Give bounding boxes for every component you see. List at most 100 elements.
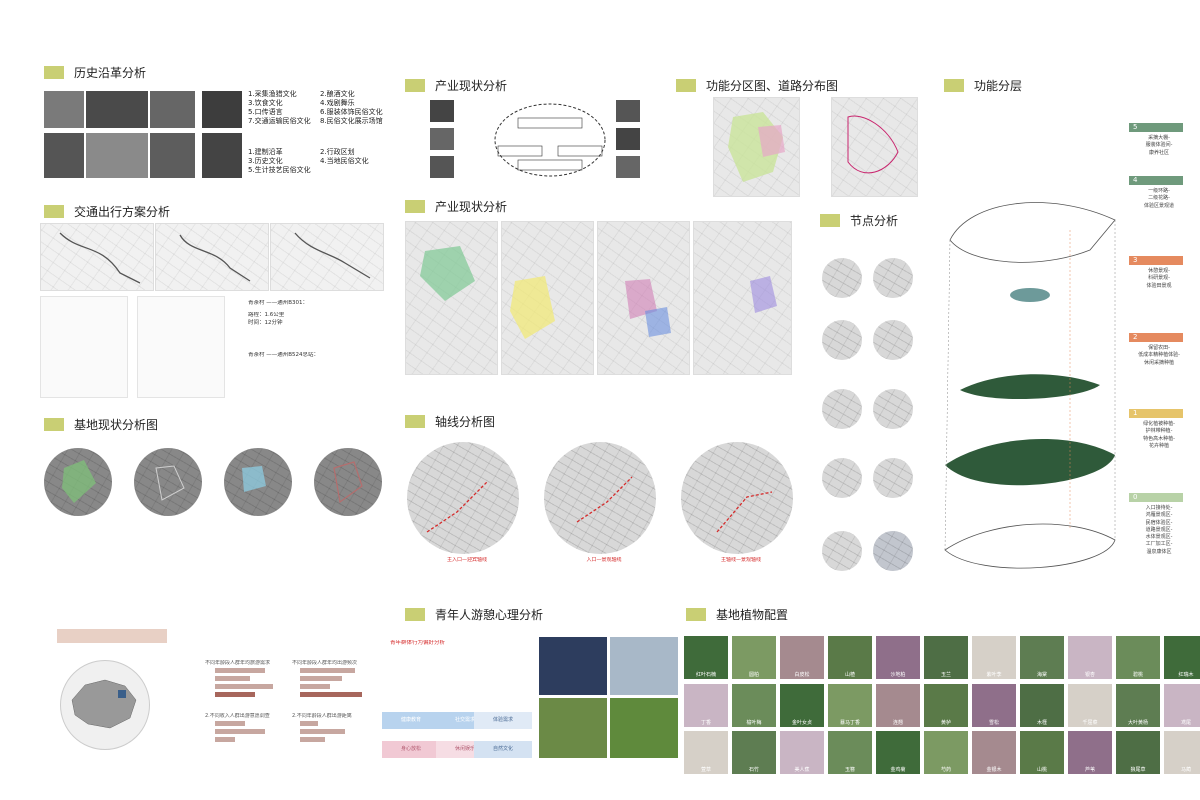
traffic-map <box>270 223 384 291</box>
plant-photo: 金银木 <box>972 731 1016 774</box>
node-circle <box>822 531 862 571</box>
history-item: 8.民俗文化展示场馆 <box>320 117 383 126</box>
china-map <box>71 679 137 729</box>
plant-photo: 狼尾草 <box>1116 731 1160 774</box>
history-item: 1.建制沿革 <box>248 148 283 156</box>
bar <box>215 729 265 734</box>
plant-photo: 千屈菜 <box>1068 684 1112 727</box>
layer-tag-2: 2 <box>1129 333 1183 342</box>
bar <box>300 692 362 697</box>
bar <box>215 684 273 689</box>
plant-photo: 金鸡菊 <box>876 731 920 774</box>
history-list-2: 2.酿酒文化 4.戏剧舞乐 6.服装体饰民俗文化 8.民俗文化展示场馆 <box>320 90 383 126</box>
plant-label: 红瑞木 <box>1178 672 1194 678</box>
axis-circle-2 <box>544 442 656 554</box>
history-photo <box>150 91 195 128</box>
chart-title-left: 不同年龄段人群年均旅游需求 <box>205 660 271 666</box>
layer-tag-3: 3 <box>1129 256 1183 265</box>
site-overlays <box>62 460 363 504</box>
layer-tag-0: 0 <box>1129 493 1183 502</box>
axis-circle-1 <box>407 442 519 554</box>
industry-photo <box>430 156 454 178</box>
industry-photo <box>616 156 640 178</box>
plant-label: 沙地柏 <box>890 672 906 678</box>
youth-photo <box>610 698 678 758</box>
axis-caption-3: 主轴线—景观轴线 <box>720 557 761 563</box>
plant-photo: 马蔺 <box>1164 731 1200 774</box>
bar <box>215 737 235 742</box>
history-photo <box>44 91 84 128</box>
history-list-1: 1.采集渔猎文化 3.饮食文化 5.口传语言 7.交通运输民俗文化 <box>248 90 311 126</box>
function-map-title: 功能分区图、道路分布图 <box>676 77 838 94</box>
history-item: 3.饮食文化 <box>248 99 283 108</box>
bar <box>215 668 265 673</box>
layer-text-1: 绿化植被种植- 护林带种植- 特色高木种植- 花卉种植 <box>1143 421 1175 449</box>
bar <box>300 668 355 673</box>
plant-label: 金叶女贞 <box>791 720 812 726</box>
bar <box>300 676 342 681</box>
history-photo <box>86 133 148 178</box>
plant-label: 雪松 <box>988 720 999 726</box>
layer-tag-5: 5 <box>1129 123 1183 132</box>
plant-photo: 连翘 <box>876 684 920 727</box>
plant-photo: 榆叶梅 <box>732 684 776 727</box>
plant-label: 金银木 <box>986 767 1002 773</box>
layer-tag-4: 4 <box>1129 176 1183 185</box>
plants-title: 基地植物配置 <box>686 606 788 623</box>
bar <box>300 684 330 689</box>
plant-label: 暴马丁香 <box>839 720 860 726</box>
road-map <box>831 97 918 197</box>
plant-label: 碧桃 <box>1132 672 1143 678</box>
history-item: 5.口传语言 <box>248 108 283 117</box>
plant-label: 马蔺 <box>1180 767 1191 773</box>
layer-text-4: 一级环路- 二级花路- 体验区景观道 <box>1143 188 1174 209</box>
plant-label: 千屈菜 <box>1082 720 1098 726</box>
layer-text-5: 采摘大棚- 服装体验间- 康养社区 <box>1145 135 1173 156</box>
bar <box>215 676 250 681</box>
history-photo <box>44 133 84 178</box>
traffic-map <box>155 223 269 291</box>
plant-label: 芦苇 <box>1084 767 1095 773</box>
bar <box>300 737 325 742</box>
history-photo <box>150 133 195 178</box>
plant-photo: 玉簪 <box>828 731 872 774</box>
industry-map-4 <box>693 221 792 375</box>
site-circle-2 <box>134 448 202 516</box>
route-text-3: 青茶村 ——通州B524总站： <box>248 352 320 358</box>
traffic-routes <box>59 232 371 284</box>
node-circle <box>873 458 913 498</box>
plant-label: 海棠 <box>1036 672 1047 678</box>
plant-label: 连翘 <box>892 720 903 726</box>
plant-photo: 雪松 <box>972 684 1016 727</box>
history-item: 4.戏剧舞乐 <box>320 99 355 108</box>
info-box <box>57 629 167 643</box>
history-item: 3.历史文化 <box>248 157 283 166</box>
industry-overlays <box>420 246 777 339</box>
node-circle <box>822 258 862 298</box>
plant-photo: 银杏 <box>1068 636 1112 679</box>
plant-label: 红叶石楠 <box>695 672 716 678</box>
plant-photo: 暴马丁香 <box>828 684 872 727</box>
plant-photo: 圆柏 <box>732 636 776 679</box>
plant-label: 狼尾草 <box>1130 767 1146 773</box>
youth-photo <box>610 637 678 695</box>
plant-label: 大叶黄杨 <box>1127 720 1148 726</box>
industry-photo <box>616 100 640 122</box>
plant-label: 鸢尾 <box>1180 720 1191 726</box>
layers-title: 功能分层 <box>944 77 1022 94</box>
plant-photo: 山桃 <box>1020 731 1064 774</box>
route-text-2: 路程：1.6公里 时间：12分钟 <box>248 312 285 326</box>
plant-photo: 山楂 <box>828 636 872 679</box>
history-item: 6.服装体饰民俗文化 <box>320 108 383 117</box>
history-photo <box>86 91 148 128</box>
history-list-4: 2.行政区划 4.当地民俗文化 <box>320 148 369 166</box>
plant-label: 金鸡菊 <box>890 767 906 773</box>
layer-tag-1: 1 <box>1129 409 1183 418</box>
site-circle-4 <box>314 448 382 516</box>
plant-label: 玉兰 <box>940 672 951 678</box>
chart-title-right2: 2.不同年龄段人群出游距离 <box>292 713 352 719</box>
plant-label: 山楂 <box>844 672 855 678</box>
plant-label: 山桃 <box>1036 767 1047 773</box>
plant-photo: 萱草 <box>684 731 728 774</box>
node-circle <box>822 389 862 429</box>
